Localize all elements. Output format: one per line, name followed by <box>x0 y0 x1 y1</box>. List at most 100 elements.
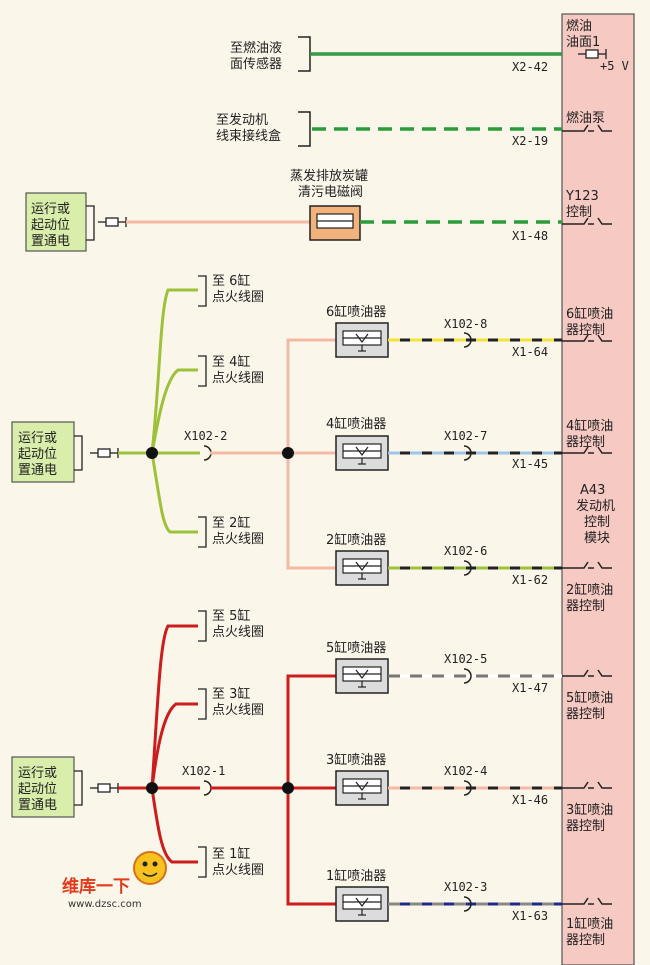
module-name-1: A43 <box>580 483 605 498</box>
conn-x102-7 <box>463 445 472 461</box>
inj3-label: 3缸喷油器 <box>326 752 386 768</box>
coil3-label-2: 点火线圈 <box>212 703 264 718</box>
power-box-top <box>25 192 87 252</box>
coil4-bracket <box>198 355 207 387</box>
coil3-bracket <box>198 688 207 720</box>
conn-x102-5 <box>463 668 472 684</box>
fuse-top <box>97 216 127 228</box>
conn-x102-8-label: X102-8 <box>444 317 487 331</box>
pin-label-inj6-1: 6缸喷油 <box>566 306 613 322</box>
pin-x1-48: X1-48 <box>512 229 548 243</box>
coil5-label-1: 至 5缸 <box>212 608 250 624</box>
pin-label-inj4-2: 器控制 <box>566 435 605 450</box>
power-top-bracket <box>86 205 95 241</box>
pin-label-inj1-2: 器控制 <box>566 933 605 948</box>
conn-x102-3 <box>463 896 472 912</box>
coil2-label-1: 至 2缸 <box>212 515 250 531</box>
harness-bracket <box>298 111 311 147</box>
power-box-bank2 <box>11 756 75 818</box>
power-b2-2: 起动位 <box>18 782 57 797</box>
coil2-label-2: 点火线圈 <box>212 532 264 547</box>
inj2-label: 2缸喷油器 <box>326 532 386 548</box>
conn-x102-4 <box>463 780 472 796</box>
pin-label-inj3-1: 3缸喷油 <box>566 802 613 818</box>
pin-label-fuel-pump: 燃油泵 <box>566 110 605 126</box>
coil1-label-1: 至 1缸 <box>212 846 250 862</box>
ecm-module-body <box>561 13 635 965</box>
pin-label-inj2-1: 2缸喷油 <box>566 582 613 598</box>
injector-1 <box>335 886 389 922</box>
bank1-coil-wires <box>118 288 200 534</box>
power-top-2: 起动位 <box>31 218 70 233</box>
pin-x1-63: X1-63 <box>512 909 548 923</box>
bank2-coil-wires <box>118 624 200 864</box>
power-top-3: 置通电 <box>31 234 70 249</box>
bank2-injector-feed <box>210 674 336 906</box>
pin-label-inj3-2: 器控制 <box>566 819 605 834</box>
coil6-label-2: 点火线圈 <box>212 290 264 305</box>
pin-x1-64: X1-64 <box>512 345 548 359</box>
pin-label-inj1-1: 1缸喷油 <box>566 916 613 932</box>
sensor-label-1: 至燃油液 <box>230 40 282 56</box>
inj5-label: 5缸喷油器 <box>326 640 386 656</box>
coil6-bracket <box>198 275 207 307</box>
splice-bank2-a <box>146 782 158 794</box>
injector-5 <box>335 658 389 694</box>
conn-x102-6 <box>463 560 472 576</box>
pin-label-y123-2: 控制 <box>566 205 592 220</box>
inj6-label: 6缸喷油器 <box>326 304 386 320</box>
pin-x1-45: X1-45 <box>512 457 548 471</box>
watermark-url: www.dzsc.com <box>68 899 142 910</box>
conn-x102-2-label: X102-2 <box>184 429 227 443</box>
pin-x1-62: X1-62 <box>512 573 548 587</box>
coil5-bracket <box>198 610 207 642</box>
pin-label-inj4-1: 4缸喷油 <box>566 418 613 434</box>
conn-x102-8 <box>463 332 472 348</box>
conn-x102-6-label: X102-6 <box>444 544 487 558</box>
pin-label-inj5-2: 器控制 <box>566 707 605 722</box>
conn-x102-2 <box>203 445 212 461</box>
conn-x102-1 <box>203 780 212 796</box>
power-top-1: 运行或 <box>31 202 70 217</box>
coil4-label-1: 至 4缸 <box>212 354 250 370</box>
module-name-2: 发动机 <box>576 498 615 514</box>
power-b2-1: 运行或 <box>18 766 57 781</box>
splice-bank1-a <box>146 447 158 459</box>
conn-x102-5-label: X102-5 <box>444 652 487 666</box>
power-b1-bracket <box>74 435 83 471</box>
power-b2-3: 置通电 <box>18 798 57 813</box>
power-b1-1: 运行或 <box>18 431 57 446</box>
splice-bank1-b <box>282 447 294 459</box>
watermark-text: 维库一下 <box>62 876 130 897</box>
fuse-bank2 <box>89 782 119 794</box>
power-b2-bracket <box>74 770 83 806</box>
valve-label-1: 蒸发排放炭罐 <box>290 168 368 184</box>
pin-label-inj6-2: 器控制 <box>566 323 605 338</box>
module-name-3: 控制 <box>584 515 610 530</box>
pin-x1-46: X1-46 <box>512 793 548 807</box>
pin-label-inj2-2: 器控制 <box>566 599 605 614</box>
sensor-bracket <box>298 36 311 72</box>
pin-label-fuel-level-1: 燃油 <box>566 18 592 34</box>
conn-x102-3-label: X102-3 <box>444 880 487 894</box>
coil2-bracket <box>198 516 207 548</box>
pin-x2-42: X2-42 <box>512 60 548 74</box>
power-b1-3: 置通电 <box>18 463 57 478</box>
injector-2 <box>335 550 389 586</box>
injector-4 <box>335 435 389 471</box>
pin-label-inj5-1: 5缸喷油 <box>566 690 613 706</box>
coil1-bracket <box>198 846 207 878</box>
pin-x2-19: X2-19 <box>512 134 548 148</box>
injector-6 <box>335 322 389 358</box>
pin-label-y123-1: Y123 <box>565 189 599 204</box>
sensor-label-2: 面传感器 <box>230 56 282 72</box>
coil5-label-2: 点火线圈 <box>212 625 264 640</box>
coil4-label-2: 点火线圈 <box>212 371 264 386</box>
pin-contacts <box>562 124 612 905</box>
pin-label-fuel-level-2: 油面1 <box>566 35 600 50</box>
bank1-injector-feed <box>210 338 336 570</box>
conn-x102-4-label: X102-4 <box>444 764 487 778</box>
fuse-bank1 <box>89 447 119 459</box>
power-b1-2: 起动位 <box>18 447 57 462</box>
